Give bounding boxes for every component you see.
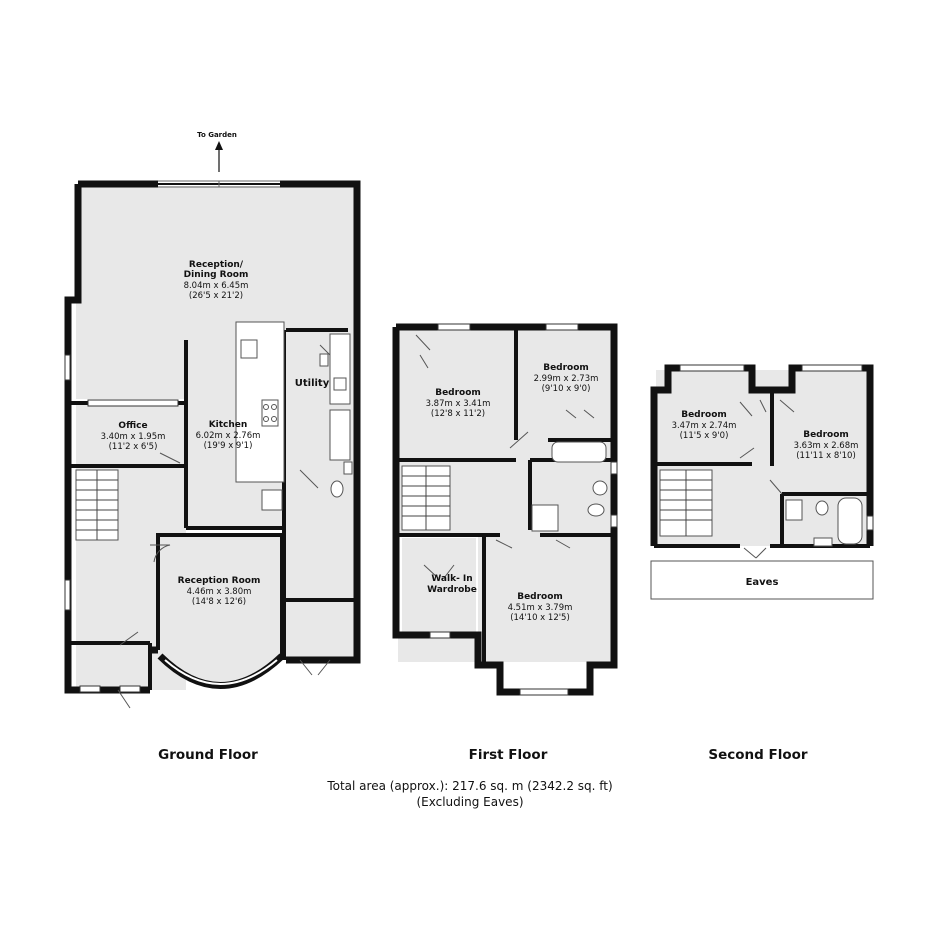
bedroom1-name: Bedroom [435, 388, 481, 398]
bedroom3-name: Bedroom [517, 592, 563, 602]
hob-icon [261, 399, 279, 427]
bedroom5-imperial: (11'11 x 8'10) [796, 451, 856, 461]
bedroom2-name: Bedroom [543, 363, 589, 373]
bedroom5-metric: 3.63m x 2.68m [794, 441, 859, 451]
door-icon [150, 544, 171, 563]
utility-worktop [329, 333, 351, 405]
first-floor-label: First Floor [469, 747, 548, 763]
utility-shower [329, 409, 351, 461]
eaves-name: Eaves [746, 577, 779, 588]
first-stairs-icon [401, 465, 451, 531]
bedroom3-metric: 4.51m x 3.79m [508, 603, 573, 613]
office-imperial: (11'2 x 6'5) [109, 442, 158, 452]
utility-name: Utility [295, 378, 330, 389]
ground-floor-label: Ground Floor [158, 747, 258, 763]
reception-room-name: Reception Room [178, 576, 261, 586]
toilet-icon-first [587, 503, 605, 517]
bedroom4-imperial: (11'5 x 9'0) [680, 431, 729, 441]
utility-sink-icon [333, 377, 347, 391]
reception-dining-name2: Dining Room [184, 270, 249, 280]
office-window [87, 399, 179, 407]
bath-icon [551, 441, 607, 463]
toilet-icon [330, 480, 344, 498]
bedroom4-metric: 3.47m x 2.74m [672, 421, 737, 431]
first-floor-plan: Bedroom 3.87m x 3.41m (12'8 x 11'2) Bedr… [392, 323, 618, 696]
bedroom4-name: Bedroom [681, 410, 727, 420]
bedroom1-imperial: (12'8 x 11'2) [431, 409, 485, 419]
reception-room-metric: 4.46m x 3.80m [187, 587, 252, 597]
second-floor-label: Second Floor [708, 747, 808, 763]
kitchen-imperial: (19'9 x 9'1) [204, 441, 253, 451]
kitchen-metric: 6.02m x 2.76m [196, 431, 261, 441]
bedroom5-name: Bedroom [803, 430, 849, 440]
office-metric: 3.40m x 1.95m [101, 432, 166, 442]
bedroom2-imperial: (9'10 x 9'0) [542, 384, 591, 394]
ground-outer-walls [64, 180, 361, 694]
basin-icon [592, 480, 608, 496]
bedroom2-metric: 2.99m x 2.73m [534, 374, 599, 384]
reception-room-floor [158, 535, 282, 655]
reception-dining-metric: 8.04m x 6.45m [184, 281, 249, 291]
hall-window [79, 685, 101, 693]
reception-room-imperial: (14'8 x 12'6) [192, 597, 246, 607]
office-floor [76, 405, 184, 465]
shower-icon [531, 504, 559, 532]
second-floor-plan: Bedroom 3.47m x 2.74m (11'5 x 9'0) Bedro… [650, 364, 874, 600]
bedroom3-imperial: (14'10 x 12'5) [510, 613, 570, 623]
ground-stairs-icon [75, 469, 119, 541]
garden-arrowhead-icon [215, 141, 223, 150]
second-stairs-icon [659, 469, 713, 537]
reception-dining-imperial: (26'5 x 21'2) [189, 291, 243, 301]
kitchen-name: Kitchen [209, 420, 248, 430]
kitchen-sink-icon [240, 339, 258, 359]
office-name: Office [118, 421, 147, 431]
garden-label: To Garden [197, 131, 237, 139]
bedroom1-metric: 3.87m x 3.41m [426, 399, 491, 409]
walk-in-name1: Walk- In [431, 574, 472, 584]
eaves-area [650, 560, 874, 600]
total-area: Total area (approx.): 217.6 sq. m (2342.… [326, 779, 612, 793]
ground-floor-plan: To Garden [64, 131, 361, 709]
second-bath-icon [837, 497, 863, 545]
second-shower-icon [785, 499, 803, 521]
second-toilet-icon [815, 500, 829, 516]
walk-in-name2: Wardrobe [427, 585, 477, 595]
reception-dining-name1: Reception/ [189, 260, 244, 270]
total-area-note: (Excluding Eaves) [416, 795, 523, 809]
